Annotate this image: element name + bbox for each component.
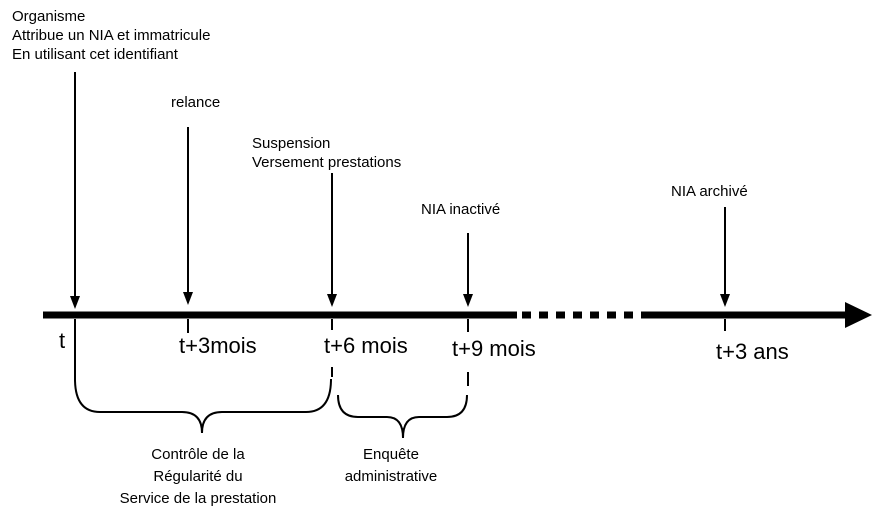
down-arrowhead-icon bbox=[463, 294, 473, 307]
down-arrowhead-icon bbox=[720, 294, 730, 307]
event-arrow-nia-inactive bbox=[463, 233, 473, 307]
down-arrowhead-icon bbox=[183, 292, 193, 305]
tick-label-t9mois: t+9 mois bbox=[452, 336, 536, 361]
event-arrow-relance bbox=[183, 127, 193, 333]
event-label-nia-archive: NIA archivé bbox=[671, 183, 748, 200]
tick-label-t: t bbox=[59, 328, 66, 353]
phase-guide-lines bbox=[331, 319, 469, 386]
time-axis bbox=[43, 302, 872, 328]
event-label-nia-inactive: NIA inactivé bbox=[421, 201, 501, 218]
axis-arrowhead-icon bbox=[845, 302, 872, 328]
phase-label-enquete: Enquête administrative bbox=[344, 446, 438, 485]
event-label-suspension: Suspension Versement prestations bbox=[252, 135, 402, 171]
down-arrowhead-icon bbox=[327, 294, 337, 307]
tick-label-t3ans: t+3 ans bbox=[716, 339, 789, 364]
brace-controle bbox=[74, 378, 332, 434]
tick-label-t3mois: t+3mois bbox=[179, 333, 257, 358]
event-arrow-suspension bbox=[327, 173, 337, 307]
event-arrow-nia-archive bbox=[720, 207, 730, 331]
event-label-relance: relance bbox=[171, 94, 221, 111]
tick-label-t6mois: t+6 mois bbox=[324, 333, 408, 358]
down-arrowhead-icon bbox=[70, 296, 80, 309]
event-label-organisme: Organisme Attribue un NIA et immatricule… bbox=[12, 8, 211, 63]
brace-enquete bbox=[337, 394, 468, 439]
event-arrow-t bbox=[70, 72, 80, 379]
phase-label-controle: Contrôle de la Régularité du Service de … bbox=[119, 446, 277, 507]
